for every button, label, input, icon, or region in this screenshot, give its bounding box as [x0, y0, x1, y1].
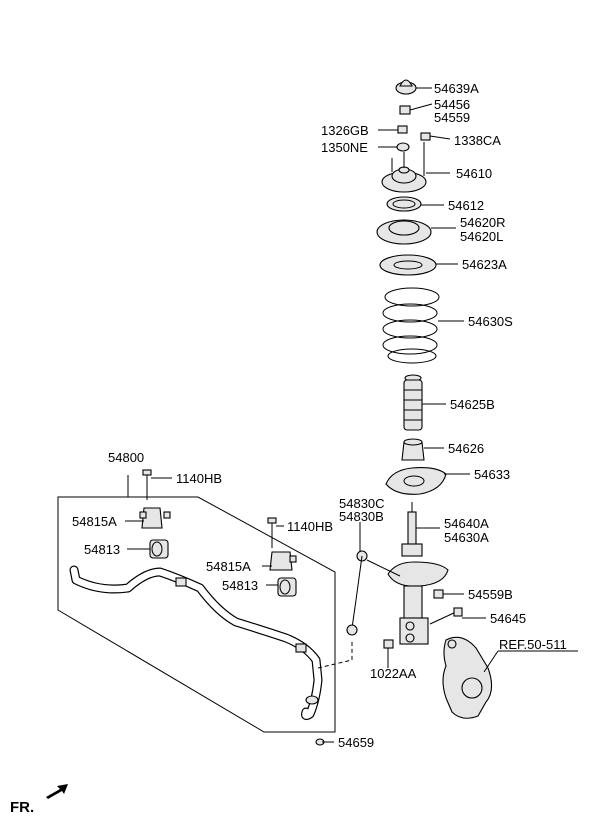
label-54633: 54633 [474, 467, 510, 482]
label-1326gb: 1326GB [321, 123, 369, 138]
label-54815a-b: 54815A [206, 559, 251, 574]
label-1022aa: 1022AA [370, 666, 417, 681]
label-54610: 54610 [456, 166, 492, 181]
label-54830b: 54830B [339, 509, 384, 524]
label-1350ne: 1350NE [321, 140, 368, 155]
part-stabilizer-bar [69, 565, 323, 721]
label-54620r: 54620R [460, 215, 506, 230]
part-54456-nut [399, 105, 411, 115]
front-indicator-label: FR. [10, 799, 34, 816]
label-54830c: 54830C [339, 496, 385, 511]
part-54815a-bracket-b [269, 551, 297, 571]
part-1338ca-nut [420, 132, 431, 141]
label-54456: 54456 [434, 97, 470, 112]
stabilizer-group-outline [57, 475, 336, 733]
label-ref-50-511: REF.50-511 [499, 637, 567, 652]
part-54620-spring-seat [376, 219, 432, 245]
label-54639a: 54639A [434, 81, 479, 96]
part-knuckle-ref [442, 636, 493, 719]
part-54612-bearing [386, 196, 422, 212]
part-1140hb-bolt-a [142, 469, 152, 500]
part-54830-stabilizer-link [346, 550, 401, 636]
part-54559b-nut [433, 589, 444, 599]
part-54625b-dust-boot [403, 374, 423, 431]
label-54559: 54559 [434, 110, 470, 125]
part-1350ne-washer [396, 142, 410, 152]
label-54620l: 54620L [460, 229, 503, 244]
label-54626: 54626 [448, 441, 484, 456]
label-54645: 54645 [490, 611, 526, 626]
label-54625b: 54625B [450, 397, 495, 412]
part-1022aa-nut [383, 639, 394, 660]
label-54815a-a: 54815A [72, 514, 117, 529]
part-54630s-coil-spring [382, 287, 440, 364]
part-54610-strut-mount [381, 142, 427, 193]
part-1326gb-nut [397, 125, 408, 134]
part-54640a-shock-absorber [387, 502, 449, 645]
label-1140hb-a: 1140HB [176, 471, 222, 486]
label-54630s: 54630S [468, 314, 513, 329]
label-54800: 54800 [108, 450, 144, 465]
part-54633-insulator [385, 467, 447, 495]
label-54813-b: 54813 [222, 578, 258, 593]
label-1140hb-b: 1140HB [287, 519, 333, 534]
part-54815a-bracket-a [139, 507, 171, 529]
label-54640a: 54640A [444, 516, 489, 531]
label-54659: 54659 [338, 735, 374, 750]
part-54623a-spring-pad [379, 254, 437, 276]
part-54813-bushing-b [277, 577, 297, 597]
label-54630a: 54630A [444, 530, 489, 545]
part-54639a-cap [395, 79, 417, 95]
part-54645-bolt [429, 607, 463, 625]
label-54813-a: 54813 [84, 542, 120, 557]
label-54559b: 54559B [468, 587, 513, 602]
leader-lines [125, 87, 578, 743]
label-54612: 54612 [448, 198, 484, 213]
part-54626-bump-stop [401, 438, 425, 461]
front-arrow-icon [46, 784, 68, 799]
part-54813-bushing-a [149, 539, 169, 559]
label-1338ca: 1338CA [454, 133, 501, 148]
label-54623a: 54623A [462, 257, 507, 272]
part-1140hb-bolt-b [267, 517, 277, 548]
